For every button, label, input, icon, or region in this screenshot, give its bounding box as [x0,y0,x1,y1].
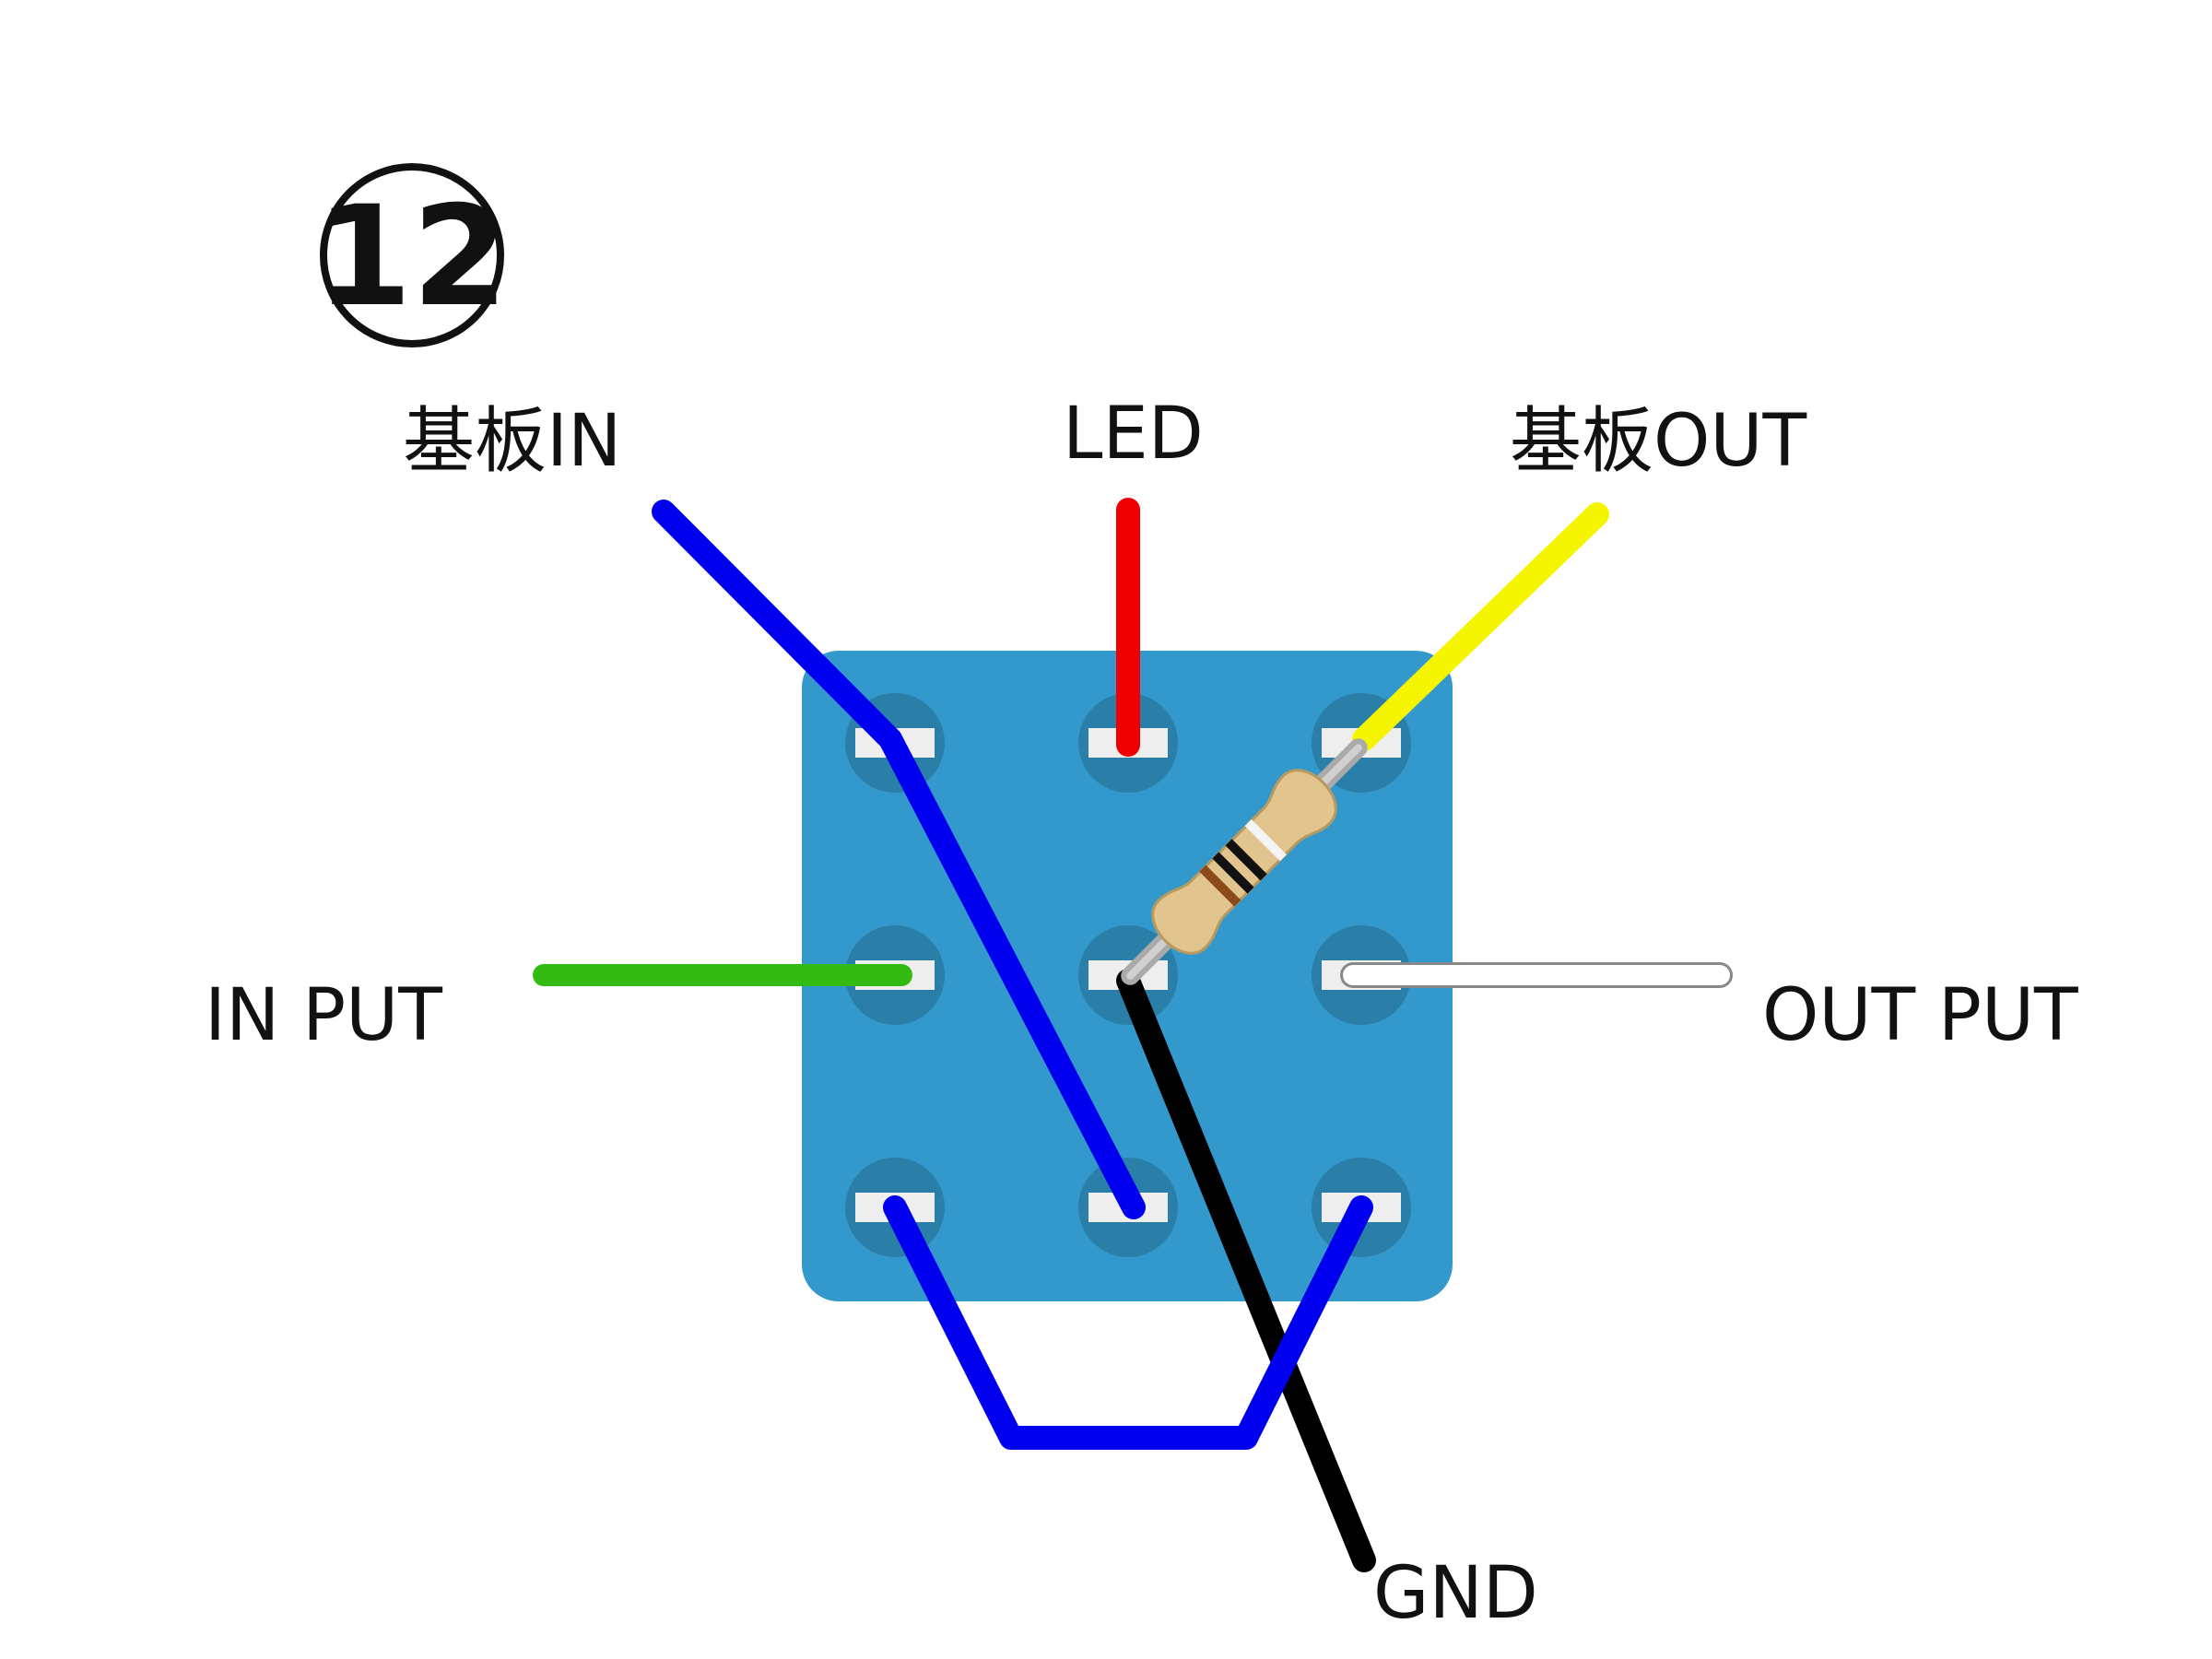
label-output: OUT PUT [1762,974,2078,1057]
wire-board-in [652,500,1146,1219]
wire-jumper [883,1195,1373,1450]
step-number: 12 [316,177,509,337]
wire-board-out [1352,502,1609,751]
resistor-icon [1121,738,1368,985]
resistor-band-3 [1225,839,1267,881]
resistor-band-1 [1199,865,1241,907]
resistor-band-2 [1212,852,1254,894]
label-input: IN PUT [205,974,442,1057]
resistor-band-4 [1244,819,1287,862]
label-led: LED [1063,393,1204,476]
label-board-out: 基板OUT [1510,400,1806,483]
step-circle [320,163,504,347]
label-gnd: GND [1373,1552,1538,1635]
label-board-in: 基板IN [403,400,621,483]
wire-gnd [1116,969,1376,1572]
step-marker: 12 [316,163,509,347]
